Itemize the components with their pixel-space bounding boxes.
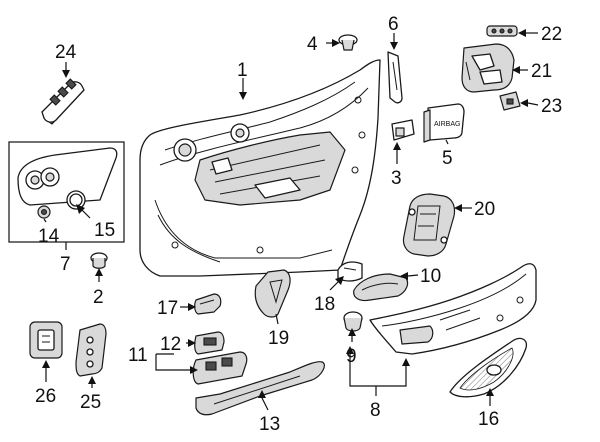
callout-16: 16	[478, 409, 499, 430]
button-part	[499, 91, 521, 111]
switch-assembly-part	[192, 351, 248, 385]
callout-19: 19	[268, 328, 289, 349]
callout-25: 25	[80, 392, 101, 413]
callout-14: 14	[38, 226, 60, 247]
seat-switch-part	[461, 43, 515, 93]
callout-26: 26	[35, 386, 56, 407]
leader-lines	[42, 29, 539, 411]
callout-24: 24	[55, 42, 77, 63]
callout-12: 12	[160, 334, 181, 355]
callout-20: 20	[474, 199, 495, 220]
grommet-part	[343, 311, 363, 332]
armrest-trim-part	[369, 263, 537, 355]
callout-23: 23	[541, 96, 562, 117]
mirror-bracket-part	[254, 269, 291, 318]
trim-group-box	[8, 141, 125, 243]
callout-22: 22	[541, 24, 562, 45]
callout-11: 11	[128, 345, 148, 366]
switch-panel-part	[75, 323, 107, 377]
push-pin-part	[338, 34, 358, 51]
inner-handle-part	[353, 273, 409, 302]
callout-6: 6	[388, 14, 399, 35]
speaker-cover-part	[449, 337, 528, 398]
callout-1: 1	[237, 60, 248, 81]
bracket-part	[387, 51, 403, 104]
callout-3: 3	[391, 168, 402, 189]
callout-4: 4	[307, 34, 318, 55]
callout-15: 15	[94, 220, 115, 241]
callout-18: 18	[314, 294, 335, 315]
callout-10: 10	[420, 266, 441, 287]
mirror-switch-part	[194, 331, 225, 355]
airbag-label: AIRBAG	[434, 121, 460, 128]
callout-17: 17	[157, 298, 178, 319]
window-switch-part	[41, 78, 85, 125]
retainer-part	[391, 119, 415, 141]
callout-5: 5	[442, 148, 453, 169]
callout-2: 2	[93, 287, 104, 308]
door-panel-part	[139, 59, 381, 277]
callout-21: 21	[531, 61, 552, 82]
callout-8: 8	[370, 400, 381, 421]
clip-part	[90, 252, 108, 269]
control-module-part	[29, 321, 63, 359]
callout-13: 13	[259, 414, 280, 435]
trim-strip-part	[195, 361, 325, 416]
callout-labels: 1 2 3 4 5 6 7 8 9 10 11 12 13 14 15 16 1…	[35, 14, 562, 435]
callout-9: 9	[346, 346, 357, 367]
airbag-module-part: AIRBAG	[423, 103, 465, 143]
small-switch-part	[194, 293, 222, 315]
switch-strip-part	[486, 25, 518, 37]
callout-7: 7	[60, 254, 71, 275]
speaker-carrier-part	[402, 193, 456, 257]
